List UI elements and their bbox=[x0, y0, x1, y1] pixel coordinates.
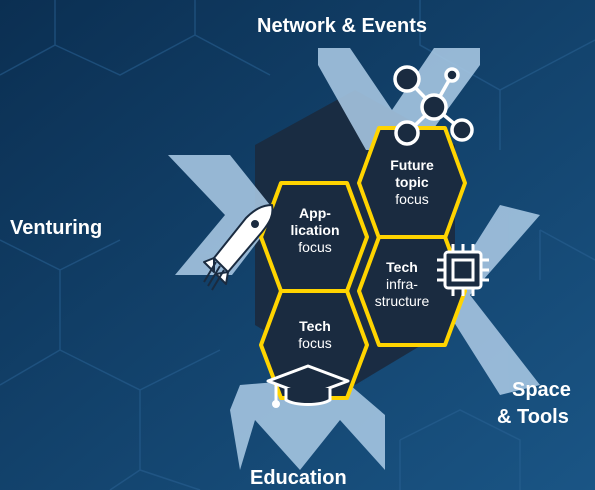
chip-icon bbox=[437, 244, 489, 296]
hex-tech-infra bbox=[357, 235, 467, 347]
hex-tech-infra-line1: Tech bbox=[386, 259, 418, 275]
space-label-line1: Space bbox=[512, 379, 571, 401]
hex-application-line2: lication bbox=[290, 222, 340, 238]
hex-future-line1: Future bbox=[390, 157, 434, 173]
hex-outlines bbox=[259, 126, 467, 400]
hex-tech-line1: Tech bbox=[299, 318, 331, 334]
graduation-cap-icon bbox=[266, 364, 350, 408]
hex-application-line1: App- bbox=[299, 205, 331, 221]
hex-tech-line2: focus bbox=[298, 335, 332, 351]
arm-top bbox=[318, 48, 480, 150]
hex-application-line3: focus bbox=[298, 239, 332, 255]
hex-tech-infra-label: Tech infra- structure bbox=[352, 259, 452, 310]
arm-bottom bbox=[230, 380, 385, 470]
hex-future-label: Future topic focus bbox=[362, 157, 462, 208]
rocket-icon bbox=[203, 204, 274, 291]
hex-future-line3: focus bbox=[395, 191, 429, 207]
hex-tech-infra-line3: structure bbox=[374, 293, 430, 309]
hex-tech bbox=[259, 289, 369, 400]
network-events-label: Network & Events bbox=[257, 15, 428, 37]
hex-tech-infra-line2: infra- bbox=[386, 276, 418, 292]
hex-tech-label: Tech focus bbox=[265, 318, 365, 352]
network-nodes-icon bbox=[393, 65, 474, 146]
education-label: Education bbox=[250, 467, 347, 489]
hex-future-line2: topic bbox=[395, 174, 429, 190]
venturing-label: Venturing bbox=[10, 217, 103, 239]
hex-application-label: App- lication focus bbox=[265, 205, 365, 256]
space-label-line2: & Tools bbox=[497, 406, 569, 428]
